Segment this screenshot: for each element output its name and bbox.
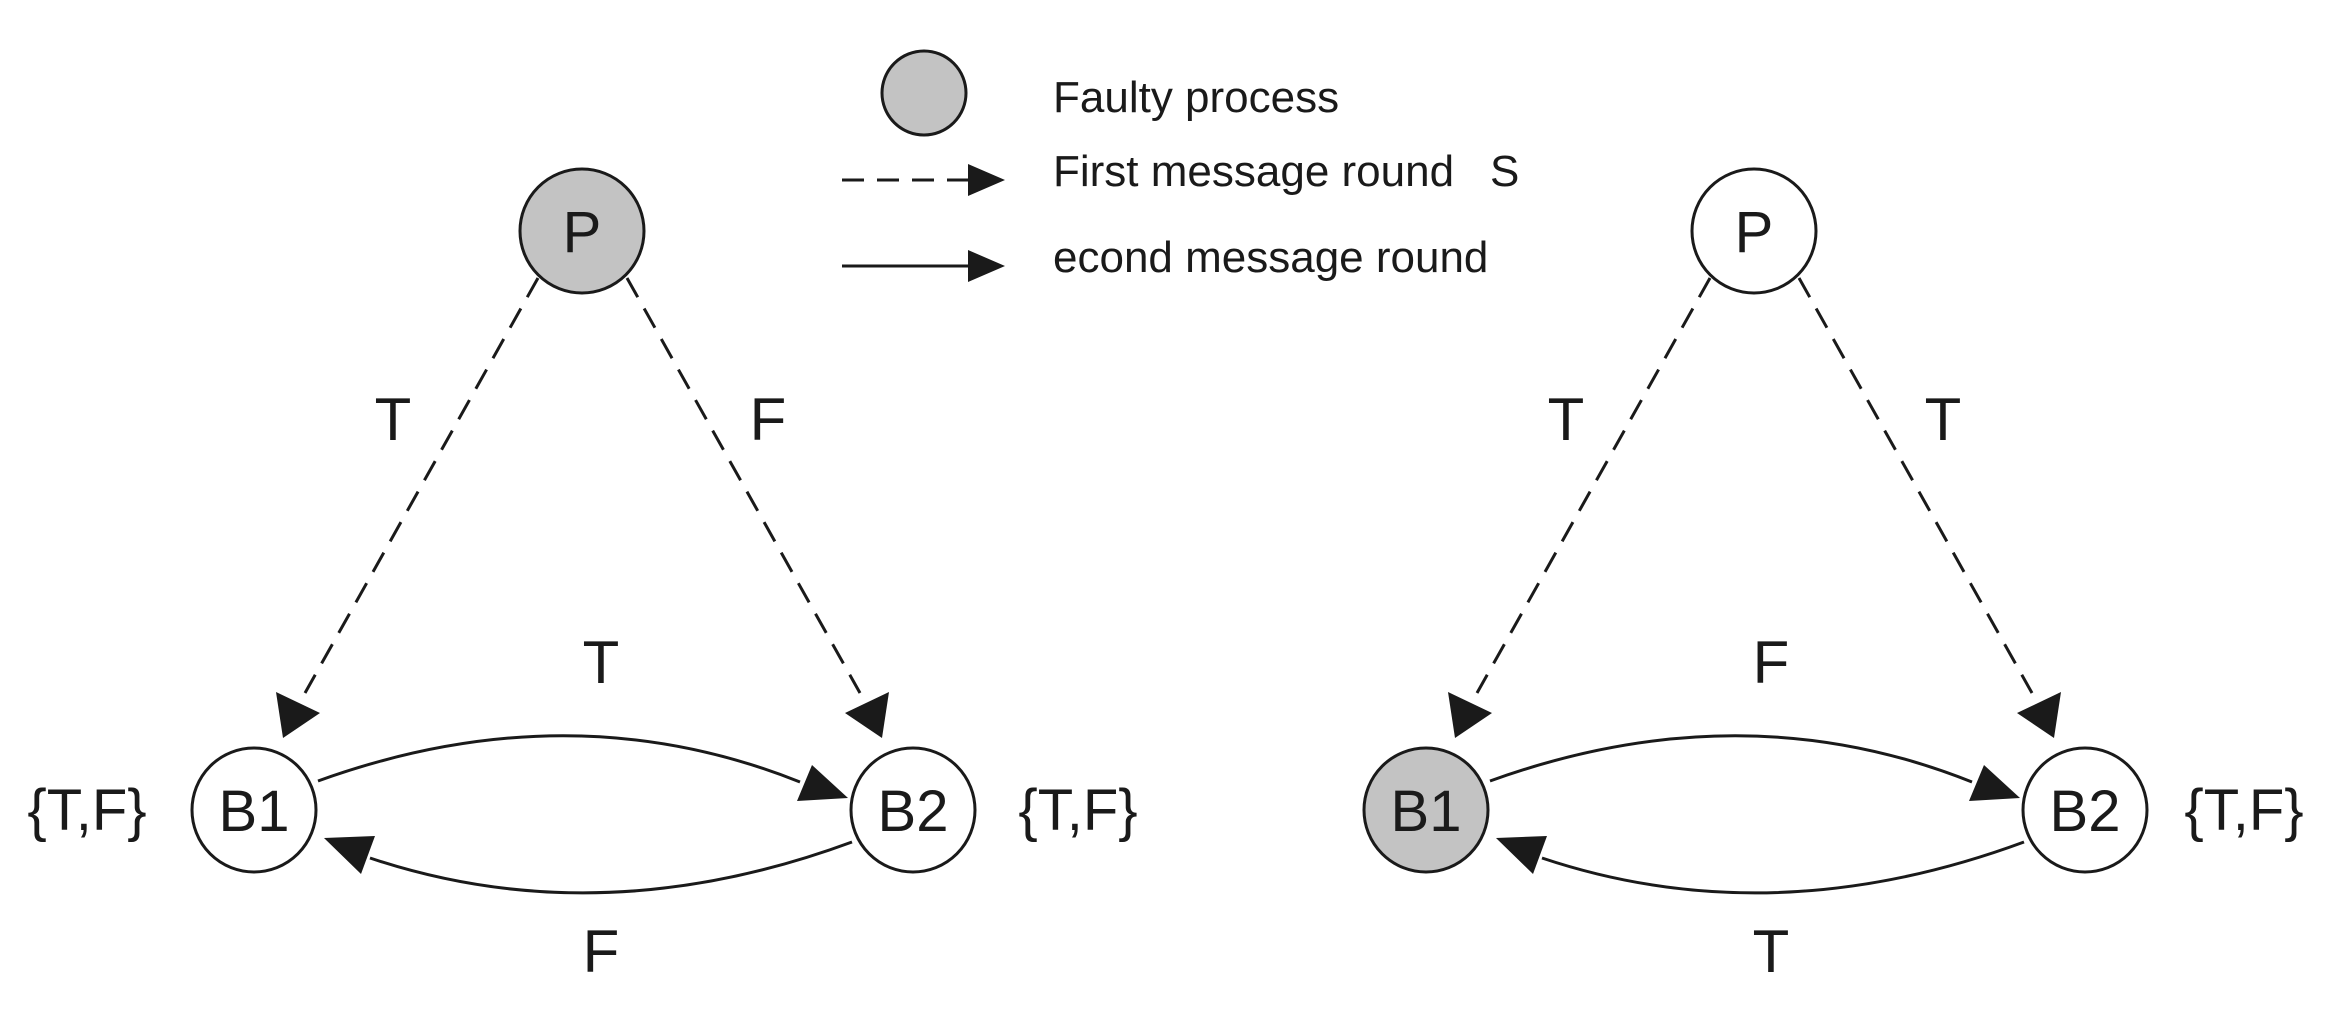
legend-faulty-label: Faulty process bbox=[1053, 73, 1339, 122]
right-arrowhead-p-b1 bbox=[1448, 692, 1492, 738]
left-edge-b1-b2 bbox=[317, 734, 801, 784]
left-node-b2 bbox=[849, 746, 977, 874]
left-node-p bbox=[518, 167, 646, 295]
right-node-b1 bbox=[1362, 746, 1490, 874]
legend-first-round-label: First message round bbox=[1053, 147, 1454, 196]
left-node-b1 bbox=[190, 746, 318, 874]
left-arrowhead-b2-b1 bbox=[324, 836, 375, 874]
right-edge-p-b1 bbox=[1475, 277, 1712, 694]
left-label-p-b1: T bbox=[375, 386, 412, 453]
legend-second-round-label: econd message round bbox=[1053, 233, 1488, 282]
left-label-p-b2: F bbox=[750, 386, 787, 453]
left-edge-p-b2 bbox=[625, 277, 862, 694]
left-arrowhead-b1-b2 bbox=[797, 765, 848, 801]
right-label-p-b1: T bbox=[1548, 386, 1585, 453]
right-edge-b2-b1 bbox=[1541, 840, 2025, 895]
right-node-b1-label: B1 bbox=[1391, 779, 1462, 844]
left-edge-b2-b1 bbox=[369, 840, 853, 895]
right-label-b2-b1: T bbox=[1753, 918, 1790, 985]
right-node-b2-label: B2 bbox=[2050, 779, 2121, 844]
left-set-b1: {T,F} bbox=[27, 778, 146, 843]
left-label-b1-b2: T bbox=[583, 629, 620, 696]
left-node-p-label: P bbox=[563, 200, 602, 265]
legend-dashed-arrowhead bbox=[968, 164, 1005, 196]
left-arrowhead-p-b2 bbox=[845, 692, 889, 738]
right-edge-p-b2 bbox=[1797, 277, 2034, 694]
right-arrowhead-b1-b2 bbox=[1969, 765, 2020, 801]
scenario-right: P B1 B2 T T F T {T,F} bbox=[1362, 167, 2304, 985]
legend-first-round-suffix: S bbox=[1490, 147, 1519, 196]
right-node-p bbox=[1690, 167, 1818, 295]
right-node-p-label: P bbox=[1735, 200, 1774, 265]
left-set-b2: {T,F} bbox=[1018, 778, 1137, 843]
legend-faulty-swatch bbox=[880, 49, 968, 137]
right-label-p-b2: T bbox=[1925, 386, 1962, 453]
scenario-left: P B1 B2 T F T F {T,F} {T,F} bbox=[27, 167, 1138, 985]
legend-solid-arrowhead bbox=[968, 250, 1005, 282]
right-edge-b1-b2 bbox=[1489, 734, 1973, 784]
left-edge-p-b1 bbox=[303, 277, 540, 694]
right-arrowhead-b2-b1 bbox=[1496, 836, 1547, 874]
legend: Faulty process First message round S eco… bbox=[842, 49, 1519, 282]
right-node-b2 bbox=[2021, 746, 2149, 874]
left-label-b2-b1: F bbox=[583, 918, 620, 985]
right-label-b1-b2: F bbox=[1753, 629, 1790, 696]
right-set-b2: {T,F} bbox=[2184, 778, 2303, 843]
left-node-b1-label: B1 bbox=[219, 779, 290, 844]
left-node-b2-label: B2 bbox=[878, 779, 949, 844]
right-arrowhead-p-b2 bbox=[2017, 692, 2061, 738]
left-arrowhead-p-b1 bbox=[276, 692, 320, 738]
